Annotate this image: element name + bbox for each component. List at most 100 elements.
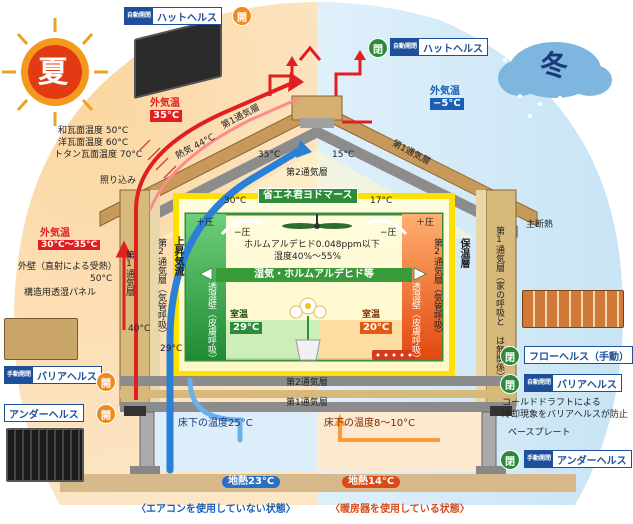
barrier-health-left-label: 手動開閉 バリアヘルス	[4, 366, 102, 384]
ceiling-fan-icon	[282, 214, 352, 229]
hat-health-right-label: 自動開閉 ハットヘルス	[390, 38, 489, 56]
under-health-product-image	[6, 428, 84, 482]
second-layer-top: 第2通気層	[286, 168, 328, 178]
left-under-vent	[124, 406, 146, 416]
wall-temp-left-inner: 29°C	[160, 344, 183, 354]
insulation-label: 主断熱	[526, 220, 554, 230]
open-badge: 開	[96, 404, 116, 424]
second-layer-bottom: 第2通気層	[286, 378, 328, 388]
product-prefix: 自動開閉	[125, 8, 154, 24]
humidity-label: 湿度40%〜55%	[274, 252, 342, 262]
close-badge: 閉	[368, 38, 388, 58]
airflow-left-blue	[166, 146, 304, 474]
cold-draft-note-1: コールドドラフトによる	[502, 398, 601, 408]
radiant-label: 照り込み	[100, 176, 137, 186]
roof-temp-3: トタン瓦面温度 70°C	[54, 150, 143, 160]
right-insulation-vertical: 保温層	[458, 238, 469, 268]
close-badge: 閉	[500, 346, 520, 366]
left-wall-vertical: 透湿壁（皮膚呼吸）	[206, 282, 216, 363]
ridge-temp-right: 15°C	[332, 150, 355, 160]
formaldehyde-label: ホルムアルデヒド0.048ppm以下	[244, 240, 380, 250]
wall-outside-title: 外気温	[40, 228, 70, 239]
product-prefix: 自動開閉	[525, 375, 554, 391]
airflow-left-red	[134, 82, 301, 400]
underfloor-right-text: 床下の温度8〜10°C	[324, 418, 416, 429]
moisture-arrows	[199, 267, 427, 281]
winter-outside-title: 外気温	[430, 86, 460, 97]
underfloor-left-text: 床下の温度25°C	[178, 418, 253, 429]
ground	[60, 474, 576, 492]
flower-icon	[289, 297, 327, 361]
moisture-label: 湿気・ホルムアルデヒド等	[216, 268, 412, 282]
product-name: ハットヘルス	[423, 43, 484, 55]
snow-cloud-icon	[498, 42, 612, 120]
solar-wall-temp: 50°C	[90, 274, 113, 284]
right-wall-vertical: 透湿壁（皮膚呼吸）	[410, 282, 420, 363]
product-prefix: 手動開閉	[5, 367, 34, 383]
summer-label: 夏	[38, 55, 68, 90]
product-prefix: 自動開閉	[391, 39, 420, 55]
panel-label: 構造用透湿パネル	[24, 288, 97, 298]
solar-wall-label: 外壁（直射による受熱）	[18, 262, 117, 272]
first-layer-bottom: 第1通気層	[286, 398, 328, 408]
product-name: フローヘルス（手動）	[529, 351, 629, 363]
summer-outside-title: 外気温	[150, 98, 180, 109]
wall-right	[485, 189, 517, 407]
product-name: バリアヘルス	[557, 379, 617, 391]
attic-temp-left: 30°C	[224, 196, 247, 206]
flow-health-label: フローヘルス（手動）	[524, 346, 633, 364]
flow-health-product-image	[522, 290, 624, 328]
floor-second-layer	[120, 376, 516, 386]
room-left-label: 室温	[230, 310, 249, 320]
product-name: アンダーヘルス	[9, 409, 79, 421]
ridge-exhaust-right	[334, 58, 362, 96]
floor-heater-icon	[372, 350, 416, 360]
roof-temp-1: 和瓦面温度 50°C	[58, 126, 129, 136]
open-badge: 開	[96, 372, 116, 392]
barrier-health-product-image	[4, 318, 78, 360]
summer-outside-temp: 35°C	[150, 110, 183, 122]
room-title: 省エネ君ヨドマース	[258, 188, 358, 204]
product-name: アンダーヘルス	[557, 455, 627, 467]
left-updraft-vertical: 上昇気流	[172, 236, 183, 276]
radiant-heat-icon	[139, 139, 177, 179]
base-plate-label: ベースプレート	[508, 428, 571, 438]
hat-health-left-label: 自動開閉 ハットヘルス	[124, 7, 223, 25]
roof-temp-2: 洋瓦面温度 60°C	[58, 138, 129, 148]
pressure-minus-left: −圧	[234, 228, 251, 238]
product-prefix: 手動開閉	[525, 451, 554, 467]
left-second-layer-vertical: 第2通気層（気管呼吸）	[156, 238, 166, 338]
ground-left-temp: 地熱23°C	[222, 476, 281, 488]
ridge-exhaust-left	[268, 64, 294, 96]
open-badge: 開	[232, 6, 252, 26]
close-badge: 閉	[500, 450, 520, 470]
winter-label: 冬	[540, 49, 569, 82]
right-under-vent	[490, 406, 512, 416]
pressure-plus-left: ＋圧	[196, 218, 215, 228]
caption-right: 〈暖房器を使用している状態〉	[330, 504, 470, 515]
right-second-layer-vertical: 第2通気層（気管呼吸）	[432, 238, 442, 338]
product-name: バリアヘルス	[37, 371, 97, 383]
wall-updraft-arrows	[115, 240, 133, 330]
room-right-label: 室温	[362, 310, 381, 320]
wall-outside-temp: 30°C〜35°C	[38, 240, 101, 251]
airflow-right-orange	[338, 420, 440, 442]
ground-right-temp: 地熱14°C	[342, 476, 401, 488]
cold-draft-note-2: 冷却現象をバリアヘルスが防止	[502, 410, 628, 420]
room-right-temp: 20°C	[360, 322, 393, 334]
under-health-left-label: アンダーヘルス	[4, 404, 84, 422]
right-first-layer-vertical: 第1通気層（家の呼吸と は無関係）	[494, 226, 504, 381]
ridge-vent	[291, 95, 343, 121]
winter-outside-temp: −5°C	[430, 98, 464, 110]
room-left-temp: 29°C	[230, 322, 263, 334]
room-right-wall	[402, 214, 442, 360]
sun-icon	[2, 18, 108, 126]
attic-temp-right: 17°C	[370, 196, 393, 206]
product-name: ハットヘルス	[157, 12, 218, 24]
pressure-plus-right: ＋圧	[416, 218, 435, 228]
under-health-right-label: 手動開閉 アンダーヘルス	[524, 450, 632, 468]
ridge-temp-left: 35°C	[258, 150, 281, 160]
barrier-health-right-label: 自動開閉 バリアヘルス	[524, 374, 622, 392]
caption-left: 〈エアコンを使用していない状態〉	[136, 504, 296, 515]
